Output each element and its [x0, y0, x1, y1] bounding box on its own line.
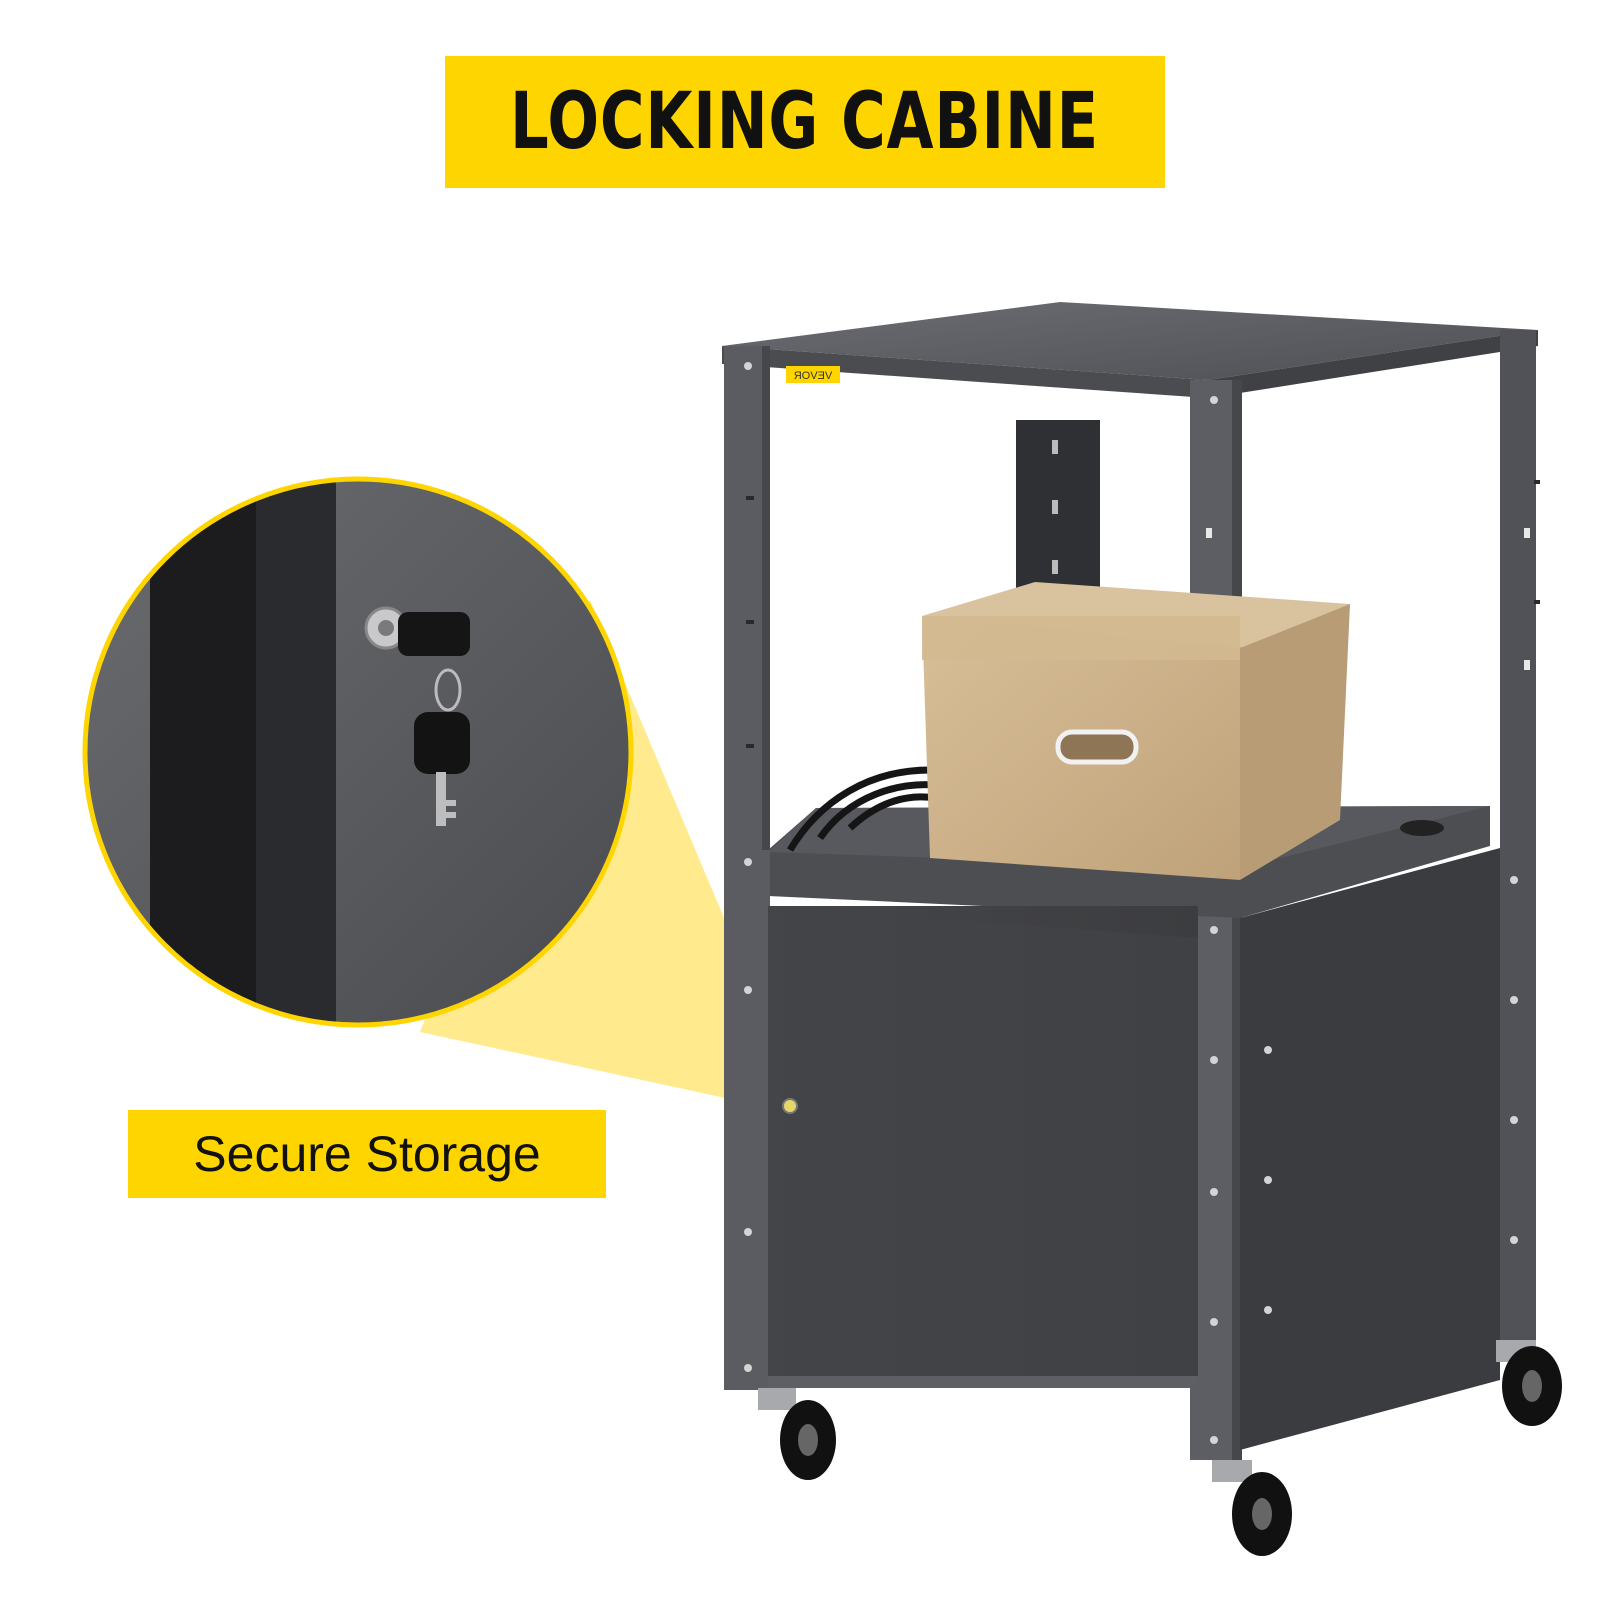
key-icon [398, 612, 470, 656]
callout-label: Secure Storage [193, 1126, 541, 1182]
power-cord [786, 766, 936, 852]
zoom-lock-detail [82, 476, 634, 1028]
keyhole [782, 1098, 798, 1114]
top-shelf [722, 302, 1538, 380]
storage-box [922, 582, 1350, 880]
brand-tag [786, 366, 840, 383]
page-title: LOCKING CABINE [510, 77, 1100, 167]
caster-wheels [758, 1340, 1562, 1556]
av-cart: VEVOR [722, 302, 1562, 1556]
title-banner: LOCKING CABINE [445, 56, 1165, 188]
brand-tag-text: VEVOR [794, 370, 833, 382]
callout-label-banner: Secure Storage [128, 1110, 606, 1198]
